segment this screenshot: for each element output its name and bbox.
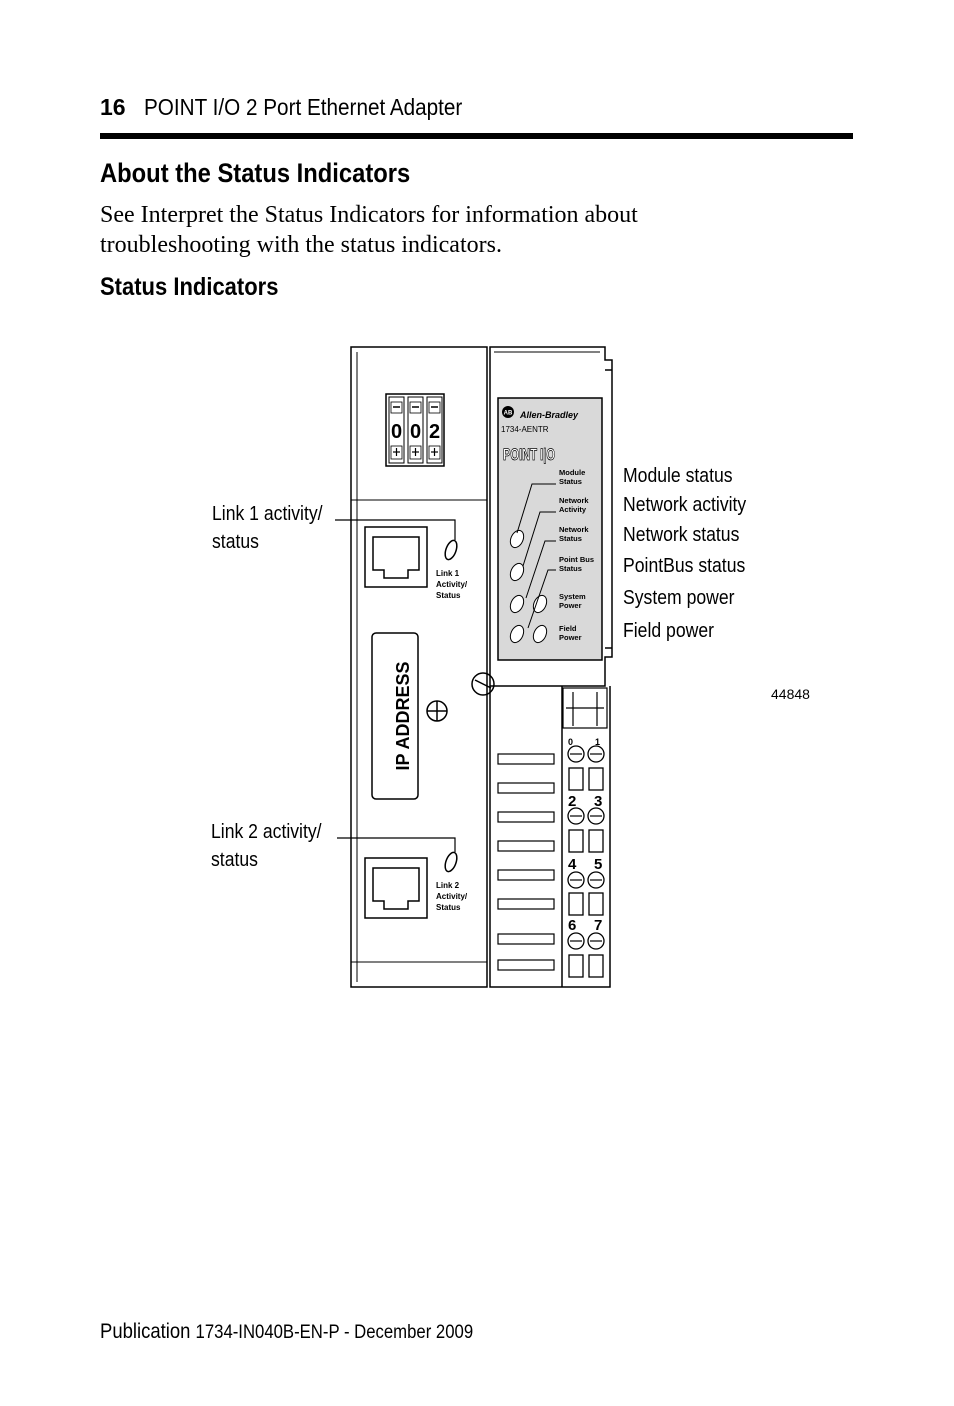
- terminal-base-slots: [497, 687, 608, 971]
- ethernet-port-link1: [364, 526, 428, 588]
- module-leds: [509, 529, 548, 644]
- callout-link2-status: Link 2 activity/ status: [211, 821, 322, 871]
- callout-system-power: System power: [623, 587, 735, 609]
- callout-field-power: Field power: [623, 620, 714, 642]
- ip-address-label-area: [371, 632, 419, 800]
- allen-bradley-logo-text: AB: [504, 411, 513, 417]
- ip-thumbwheel-switch: [385, 393, 445, 467]
- module-face-panel: [497, 397, 603, 661]
- network-status-led: [509, 594, 525, 614]
- adapter-body: [350, 346, 488, 988]
- terminal-screws: [567, 745, 605, 978]
- link1-led: [444, 539, 458, 561]
- callout-leader-lines: [335, 519, 456, 852]
- product-name: POINT I|O: [503, 445, 555, 464]
- terminal-number: 7: [594, 917, 602, 934]
- pointbus-status-led: [509, 624, 525, 644]
- callout-network-status: Network status: [623, 524, 740, 546]
- terminal-number: 1: [595, 737, 600, 747]
- thumbwheel-buttons: [390, 401, 441, 460]
- terminal-number: 4: [568, 856, 577, 873]
- system-power-led: [532, 594, 548, 614]
- section-body-text: See Interpret the Status Indicators for …: [100, 202, 638, 258]
- link2-led: [444, 851, 458, 873]
- footer-publication-label: Publication: [100, 1320, 191, 1343]
- terminal-number: 3: [594, 793, 602, 810]
- running-header-title: POINT I/O 2 Port Ethernet Adapter: [144, 94, 463, 120]
- module-status-led: [509, 529, 525, 549]
- switch-digit-1: 0: [391, 421, 402, 443]
- switch-digit-3: 2: [429, 421, 440, 443]
- terminal-number: 0: [568, 737, 573, 747]
- brand-name: Allen-Bradley: [519, 410, 579, 420]
- allen-bradley-logo: [502, 406, 514, 418]
- field-power-led: [532, 624, 548, 644]
- terminal-base-body: [489, 346, 613, 687]
- terminal-numbers: 0 1 2 3 4 5 6 7: [568, 737, 602, 934]
- callout-module-status: Module status: [623, 465, 733, 487]
- link1-label: Link 1 Activity/ Status: [436, 569, 469, 600]
- subsection-heading: Status Indicators: [100, 273, 279, 301]
- led-leader-lines: [516, 483, 556, 629]
- terminal-number: 5: [594, 856, 602, 873]
- link2-label: Link 2 Activity/ Status: [436, 881, 469, 912]
- figure-number: 44848: [771, 686, 810, 702]
- terminal-number: 2: [568, 793, 576, 810]
- ip-address-label: IP ADDRESS: [393, 661, 413, 770]
- section-heading: About the Status Indicators: [100, 158, 411, 188]
- callout-network-activity: Network activity: [623, 494, 747, 516]
- footer-publication: Publication 1734-IN040B-EN-P - December …: [100, 1320, 473, 1344]
- ethernet-port-link2: [364, 857, 428, 919]
- callout-link1-status: Link 1 activity/ status: [212, 503, 323, 553]
- terminal-number: 6: [568, 917, 576, 934]
- page-number: 16: [100, 94, 126, 120]
- model-number: 1734-AENTR: [501, 425, 549, 434]
- callout-pointbus-status: PointBus status: [623, 555, 746, 577]
- network-activity-led: [509, 562, 525, 582]
- switch-digit-2: 0: [410, 421, 421, 443]
- footer-publication-id: 1734-IN040B-EN-P - December 2009: [195, 1322, 474, 1343]
- header-rule: [100, 133, 853, 139]
